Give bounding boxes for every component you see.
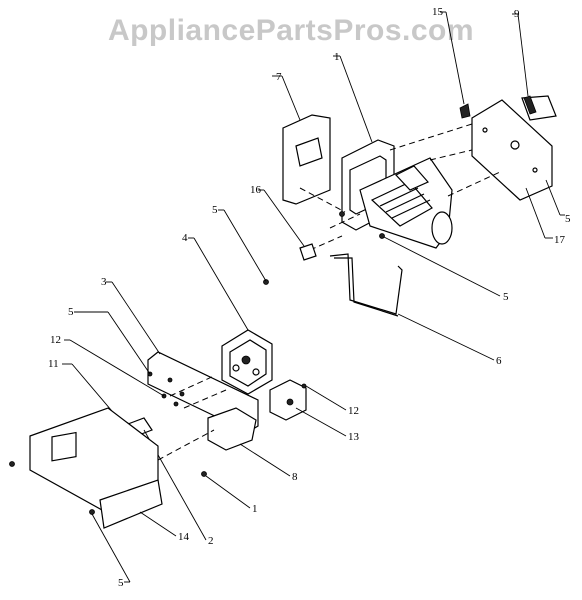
- callout-1-top: 1: [334, 51, 340, 63]
- callout-5-wire: 5: [503, 291, 509, 303]
- part-9-bracket: [512, 13, 557, 121]
- part-8-bracket: [207, 407, 291, 477]
- callout-3: 3: [101, 276, 107, 288]
- part-13-relay: [269, 379, 347, 437]
- callout-5-mid: 5: [212, 204, 218, 216]
- callout-12-right: 12: [348, 405, 359, 417]
- callout-16: 16: [250, 184, 262, 196]
- callout-14: 14: [178, 531, 190, 543]
- callout-5-right: 5: [565, 213, 571, 225]
- alignment-lines-upper: [299, 123, 501, 251]
- callout-13: 13: [348, 431, 360, 443]
- callout-1-bottom: 1: [252, 503, 258, 515]
- part-4-module: [188, 237, 273, 395]
- callout-8: 8: [292, 471, 298, 483]
- callout-6: 6: [496, 355, 502, 367]
- watermark: AppliancePartsPros.com: [107, 14, 475, 47]
- part-1-bottom-pin: [201, 471, 251, 509]
- callout-17: 17: [554, 234, 566, 246]
- part-17-plate: [440, 11, 565, 239]
- callout-9: 9: [514, 8, 520, 20]
- callout-11: 11: [48, 358, 59, 370]
- callout-7: 7: [276, 71, 282, 83]
- callout-4: 4: [182, 232, 188, 244]
- screws: [218, 209, 501, 297]
- callout-15: 15: [432, 6, 444, 18]
- part-7-shield: [272, 75, 331, 205]
- callout-2: 2: [208, 535, 214, 547]
- part-14-cover: [9, 407, 215, 583]
- part-6-wire-harness: [329, 253, 495, 361]
- callout-5-left: 5: [68, 306, 74, 318]
- callout-12-left: 12: [50, 334, 61, 346]
- part-1-icemaker: [333, 55, 453, 249]
- callout-5-bottom: 5: [118, 577, 124, 589]
- screws-left: [64, 311, 227, 409]
- part-16-clip: [258, 189, 317, 261]
